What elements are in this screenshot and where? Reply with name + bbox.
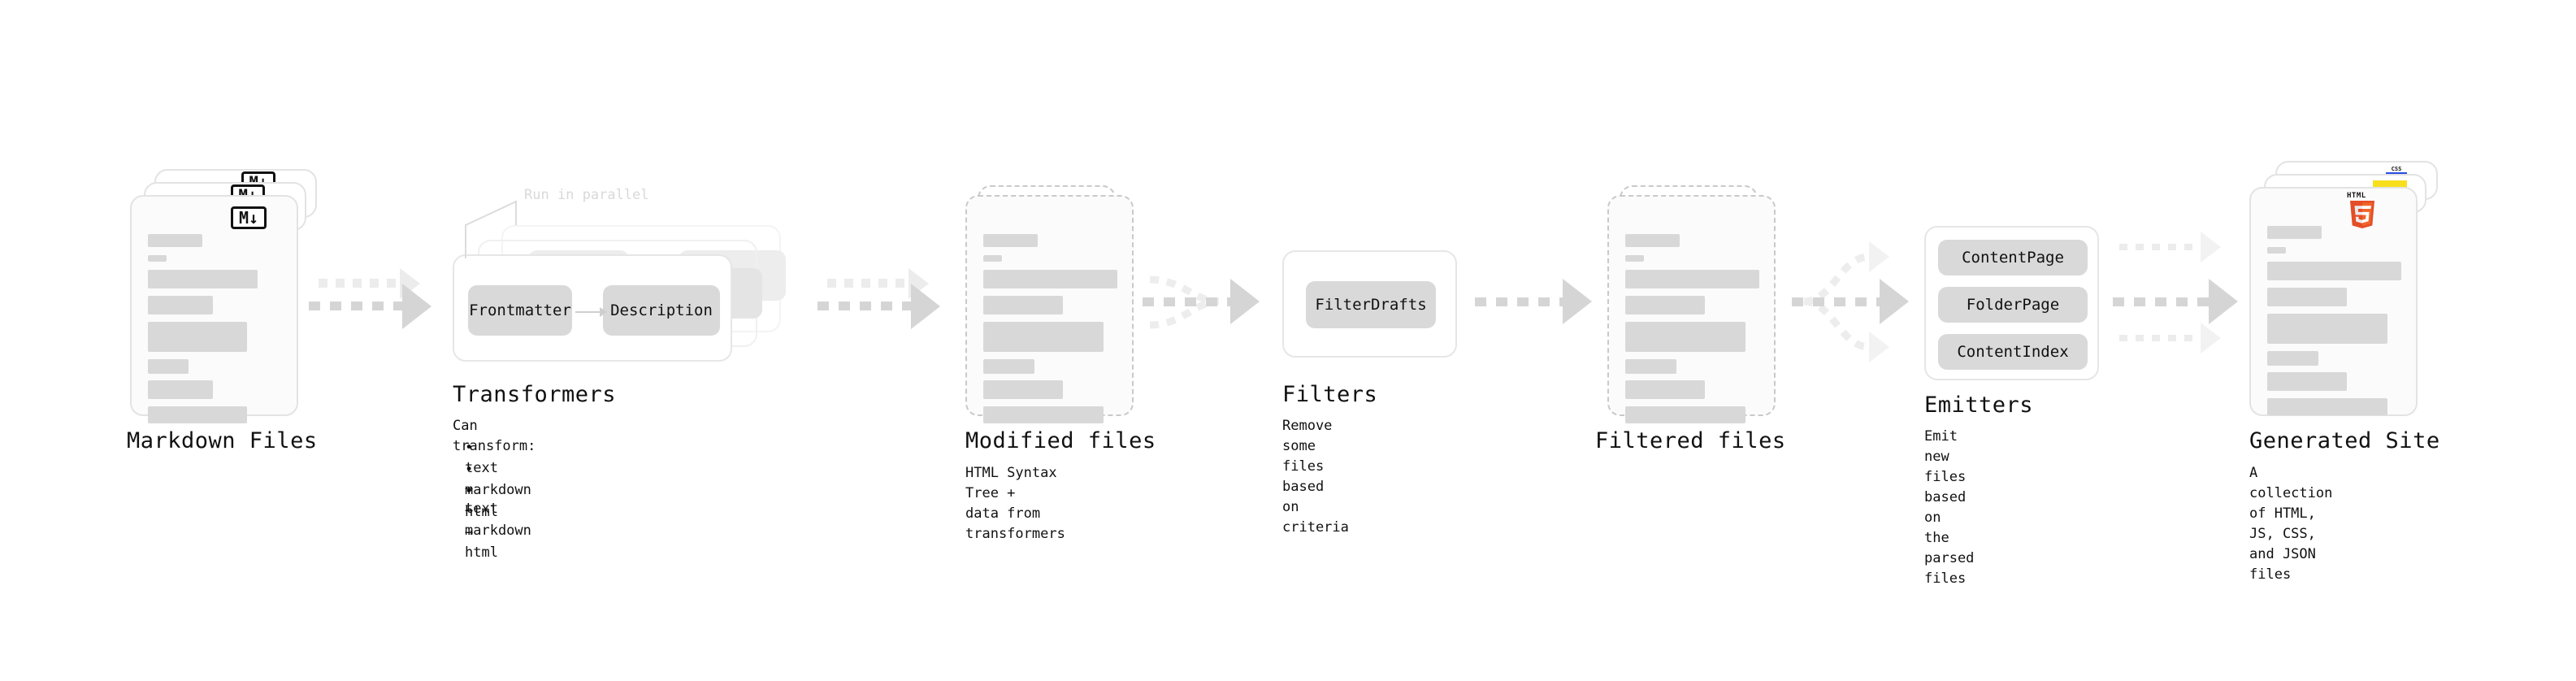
- skeleton-line: [148, 270, 258, 288]
- emitter-pill-contentpage[interactable]: ContentPage: [1938, 240, 2088, 275]
- skeleton-line: [2267, 398, 2387, 415]
- stage-description: Can transform:: [453, 418, 536, 454]
- skeleton-line: [148, 255, 167, 262]
- transformer-pill-description[interactable]: Description: [603, 285, 720, 336]
- filtered-card-front: [1607, 195, 1776, 423]
- skeleton-line: [983, 322, 1104, 352]
- skeleton-line: [983, 255, 1002, 262]
- skeleton-line: [148, 296, 213, 314]
- markdown-card-front: M↓: [130, 195, 298, 423]
- skeleton-line: [2267, 262, 2401, 280]
- stage-title: Modified files: [965, 428, 1156, 453]
- transformer-group-front: Frontmatter Description: [453, 254, 732, 362]
- skeleton-line: [148, 359, 189, 374]
- stage-title: Filtered files: [1595, 428, 1786, 453]
- skeleton-line: [1625, 296, 1705, 314]
- stage-bullet: • html → html: [465, 484, 498, 561]
- markdown-badge: M↓: [231, 206, 267, 229]
- skeleton-line: [983, 359, 1034, 374]
- stage-title: Transformers: [453, 382, 617, 407]
- skeleton-line: [2267, 351, 2318, 366]
- emitter-pill-folderpage[interactable]: FolderPage: [1938, 287, 2088, 323]
- skeleton-line: [148, 322, 247, 352]
- filter-pill-filterdrafts[interactable]: FilterDrafts: [1306, 281, 1436, 328]
- html5-icon-label: HTML: [2347, 192, 2366, 200]
- skeleton-line: [2267, 372, 2347, 391]
- stage-title: Generated Site: [2249, 428, 2440, 453]
- skeleton-line: [2267, 288, 2347, 306]
- emitter-pill-contentindex[interactable]: ContentIndex: [1938, 334, 2088, 370]
- skeleton-line: [2267, 314, 2387, 344]
- stage-description: Emit new files based on the parsed files: [1924, 428, 1975, 587]
- skeleton-line: [148, 406, 247, 423]
- skeleton-line: [148, 234, 202, 247]
- stage-title: Filters: [1282, 382, 1378, 407]
- stage-title: Markdown Files: [127, 428, 318, 453]
- stage-bullet: • text → text: [465, 440, 498, 517]
- stage-description: A collection of HTML, JS, CSS, and JSON …: [2249, 465, 2333, 583]
- skeleton-line: [1625, 234, 1680, 247]
- skeleton-line: [1625, 322, 1746, 352]
- skeleton-line: [983, 406, 1104, 423]
- skeleton-line: [1625, 255, 1644, 262]
- skeleton-line: [1625, 380, 1705, 399]
- modified-card-front: [965, 195, 1134, 423]
- skeleton-line: [983, 296, 1063, 314]
- emitters-group: ContentPage FolderPage ContentIndex: [1924, 226, 2099, 380]
- skeleton-line: [2267, 247, 2286, 254]
- skeleton-line: [1625, 270, 1759, 288]
- site-card-front: HTML: [2249, 187, 2418, 416]
- skeleton-line: [2267, 226, 2322, 239]
- transformer-arrow: [575, 307, 607, 317]
- run-in-parallel-label: Run in parallel: [524, 187, 649, 203]
- stage-description: Remove some files based on criteria: [1282, 418, 1349, 536]
- css-icon-label: CSS: [2391, 166, 2402, 172]
- skeleton-line: [983, 380, 1063, 399]
- filters-group: FilterDrafts: [1282, 250, 1457, 358]
- skeleton-line: [148, 380, 213, 399]
- stage-title: Emitters: [1924, 393, 2034, 418]
- stage-description: HTML Syntax Tree + data from transformer…: [965, 465, 1065, 542]
- skeleton-line: [983, 270, 1117, 288]
- stage-bullet: • markdown → markdown: [465, 462, 531, 539]
- skeleton-line: [1625, 359, 1676, 374]
- html5-icon: [2349, 201, 2375, 228]
- skeleton-line: [983, 234, 1038, 247]
- skeleton-line: [1625, 406, 1746, 423]
- transformer-pill-frontmatter[interactable]: Frontmatter: [468, 285, 572, 336]
